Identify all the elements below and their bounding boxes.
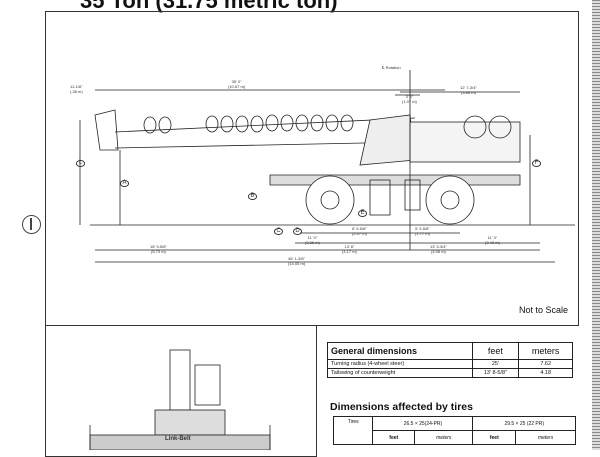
dim-ft: 13' 3-3/4" (430, 244, 447, 249)
tires-heading: Dimensions affected by tires (330, 401, 473, 413)
callout-b: B (248, 193, 257, 200)
tire-option-1: 26.5 × 25(24-PR) (372, 416, 474, 431)
dim-outrigger-rear: 11' 3"(3.43 m) (485, 235, 500, 245)
boom-lightening-holes (143, 114, 354, 134)
dim-m: (2.07 m) (352, 230, 367, 236)
row-meters: 7.62 (518, 359, 573, 369)
page-title: 35 Ton (31.75 metric ton) (80, 0, 338, 13)
col-feet: feet (372, 430, 416, 445)
row-label: Tailswing of counterweight (327, 368, 473, 378)
gd-col-meters: meters (518, 342, 573, 360)
row-feet: 13' 8-5/8" (471, 368, 520, 378)
rotation-label: ℄ Rotation (382, 65, 401, 70)
dim-m: (4.06 m) (430, 248, 446, 254)
scan-edge (592, 0, 600, 450)
col-meters: meters (515, 430, 576, 445)
dim-rear-axle: 5' 9-5/8"(1.77 m) (415, 226, 430, 236)
col-feet: feet (472, 430, 517, 445)
dim-m: (1.77 m) (415, 230, 430, 236)
dim-ft: 6' 9-5/8" (352, 226, 367, 231)
dim-ft: 13' 8" (344, 244, 355, 249)
crane-side-drawing (79, 70, 575, 263)
callout-f: F (532, 160, 541, 167)
col-meters: meters (414, 430, 474, 445)
dim-front-axle: 6' 9-5/8"(2.07 m) (352, 226, 367, 236)
dim-ft: 11' 3" (487, 235, 498, 240)
row-label: Turning radius (4-wheel steer) (327, 359, 473, 369)
link-belt-logo: Link-Belt (165, 436, 191, 442)
dim-tail: 12' 7-3/4"(3.86 m) (460, 85, 477, 95)
dim-rear-overhang: 13' 3-3/4"(4.06 m) (430, 244, 447, 254)
callout-a: A (120, 180, 129, 187)
dim-boom-tip: 11-1/8"(.28 m) (70, 84, 83, 94)
not-to-scale-note: Not to Scale (518, 305, 568, 315)
tire-option-2: 29.5 × 25 (22 PR) (472, 416, 576, 431)
dim-front-overhang: 18' 9-5/8"(5.73 m) (150, 244, 167, 254)
dim-m: (1.07 m) (402, 98, 417, 104)
dim-ft: 46' 1-3/8" (288, 256, 305, 261)
callout-l: L (76, 160, 85, 167)
gd-col-feet: feet (471, 342, 520, 360)
dim-m: (4.17 m) (342, 248, 357, 254)
dim-boom-length: 35' 0"(10.67 m) (228, 79, 246, 89)
dim-pivot: 3' 6"(1.07 m) (402, 94, 417, 104)
dim-wheelbase: 13' 8"(4.17 m) (342, 244, 357, 254)
dim-ft: 5' 9-5/8" (415, 226, 430, 231)
dim-m: (3.36 m) (305, 239, 320, 245)
dim-outrigger-front: 11' 0"(3.36 m) (305, 235, 320, 245)
dim-m: (5.73 m) (150, 248, 166, 254)
callout-c: C (274, 228, 283, 235)
gd-title: General dimensions (327, 342, 473, 360)
callout-d: D (293, 228, 302, 235)
row-meters: 4.18 (518, 368, 573, 378)
row-feet: 25' (471, 359, 520, 369)
dim-m: (3.43 m) (485, 239, 500, 245)
dim-ft: 35' 0" (231, 79, 242, 84)
dim-overall-length: 46' 1-3/8"(14.05 m) (288, 256, 306, 266)
dim-ft: 12' 7-3/4" (460, 85, 477, 90)
dim-ft: 11' 0" (307, 235, 318, 240)
dim-m: (3.86 m) (460, 89, 476, 95)
dim-m: (.28 m) (70, 88, 83, 94)
tires-corner: Tires (332, 416, 374, 445)
dim-ft: 18' 9-5/8" (150, 244, 167, 249)
dim-m: (14.05 m) (288, 260, 306, 266)
dim-ft: 11-1/8" (70, 84, 83, 89)
crane-front-drawing (89, 349, 271, 450)
dim-m: (10.67 m) (228, 83, 246, 89)
binder-hole-icon (22, 215, 41, 234)
callout-e: E (358, 210, 367, 217)
dim-ft: 3' 6" (405, 94, 414, 99)
table-row: Turning radius (4-wheel steer)25'7.62 (327, 359, 573, 369)
